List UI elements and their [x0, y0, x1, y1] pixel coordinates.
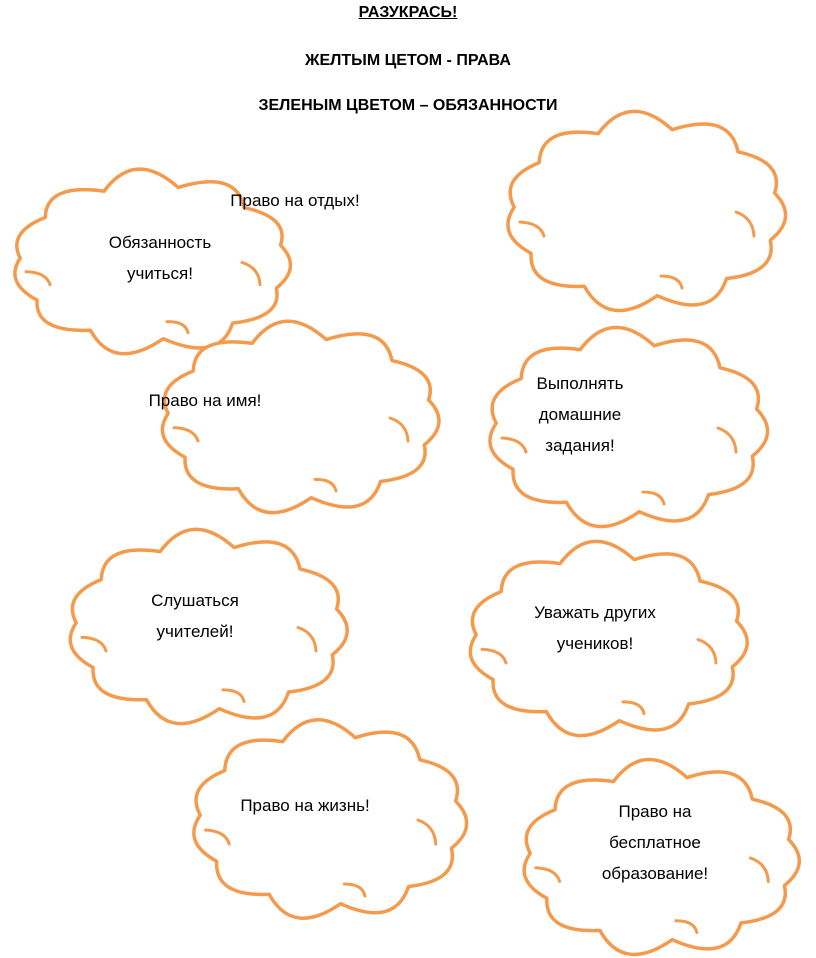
cloud-label: Выполнять домашние задания! — [536, 374, 624, 455]
cloud-right-to-name[interactable]: Право на имя! — [149, 319, 450, 515]
cloud-label: Обязанность учиться! — [108, 233, 212, 283]
cloud-label: Слушаться учителей! — [151, 591, 239, 641]
cloud-right-to-rest[interactable]: Право на отдых! — [230, 109, 796, 313]
cloud-shape — [13, 167, 293, 356]
cloud-outline — [192, 718, 469, 920]
cloud-inner-curves — [534, 856, 770, 934]
cloud-label: Уважать других учеников! — [534, 603, 656, 653]
cloud-shape — [68, 527, 349, 726]
cloud-label: Право на бесплатное образование! — [601, 802, 709, 883]
cloud-outline — [522, 757, 801, 957]
cloud-outline — [160, 319, 441, 515]
cloud-inner-curves — [500, 426, 738, 506]
cloud-shape — [468, 539, 749, 738]
cloud-shape — [506, 109, 788, 313]
cloud-outline — [488, 325, 770, 529]
cloud-respect-students[interactable]: Уважать других учеников! — [458, 539, 758, 738]
cloud-label: Право на жизнь! — [240, 796, 370, 815]
cloud-duty-to-study[interactable]: Обязанность учиться! — [2, 167, 302, 356]
cloud-shape — [192, 718, 469, 920]
cloud-outline — [13, 167, 293, 356]
cloud-shape — [160, 319, 441, 515]
cloud-shape — [522, 757, 801, 957]
cloud-outline — [468, 539, 749, 738]
cloud-inner-curves — [518, 210, 756, 290]
cloud-outline — [506, 109, 788, 313]
instruction-rights: ЖЕЛТЫМ ЦЕТОМ - ПРАВА — [305, 52, 511, 69]
cloud-label: Право на имя! — [148, 391, 262, 410]
cloud-shape — [488, 325, 770, 529]
cloud-obey-teachers[interactable]: Слушаться учителей! — [58, 527, 358, 726]
cloud-inner-curves — [204, 818, 438, 898]
page-title: РАЗУКРАСЬ! — [358, 4, 458, 21]
cloud-outline — [68, 527, 349, 726]
cloud-do-homework[interactable]: Выполнять домашние задания! — [478, 325, 778, 529]
cloud-inner-curves — [480, 638, 718, 716]
cloud-inner-curves — [24, 261, 262, 335]
instruction-duties: ЗЕЛЕНЫМ ЦВЕТОМ – ОБЯЗАННОСТИ — [258, 97, 558, 114]
cloud-inner-curves — [80, 626, 318, 704]
cloud-inner-curves — [172, 416, 410, 493]
cloud-label: Право на отдых! — [230, 191, 360, 210]
cloud-right-to-free-education[interactable]: Право на бесплатное образование! — [512, 757, 810, 957]
cloud-right-to-life[interactable]: Право на жизнь! — [182, 718, 477, 920]
